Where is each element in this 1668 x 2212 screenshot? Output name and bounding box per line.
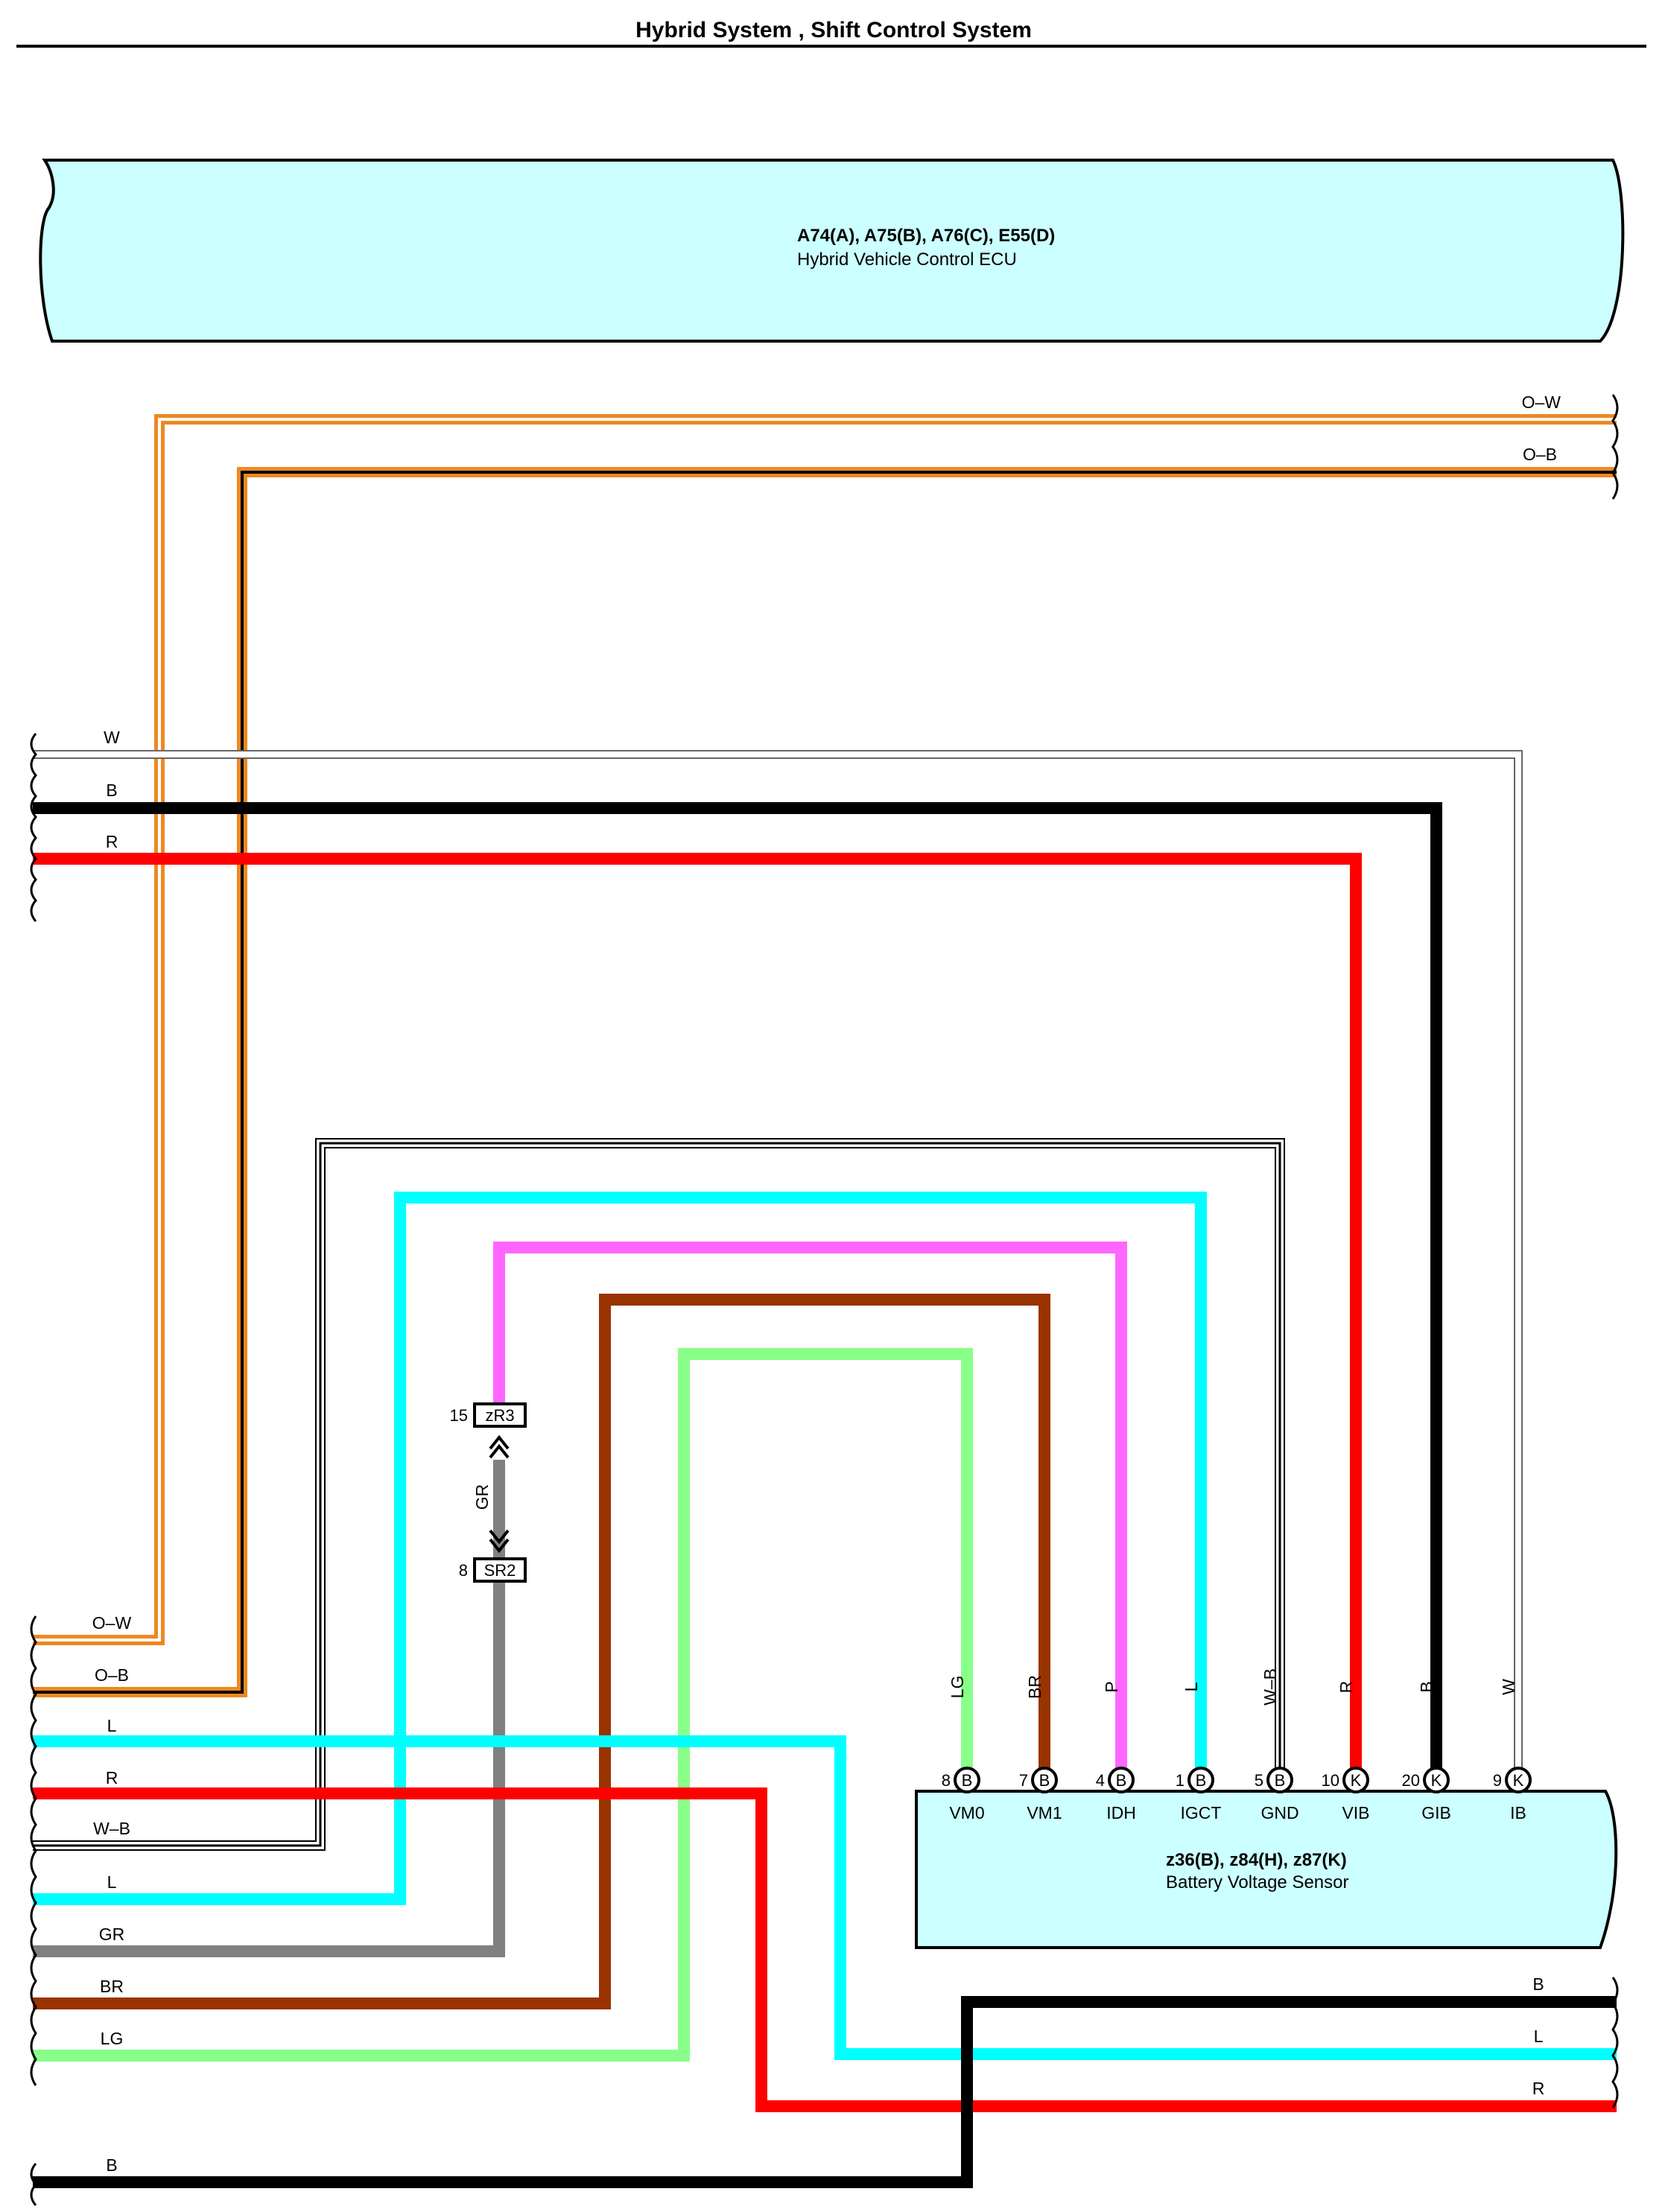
pin-connector-letter: K [1351, 1771, 1362, 1790]
pin-terminal [1342, 1767, 1369, 1793]
pin-number: 8 [942, 1771, 951, 1790]
pin-connector-letter: B [1116, 1771, 1127, 1790]
wire-break-marks [30, 394, 1619, 2206]
pin-terminal [1266, 1767, 1293, 1793]
pin-terminal [1031, 1767, 1058, 1793]
connector-sr2-label: SR2 [484, 1561, 516, 1580]
label-w-left: W [104, 728, 120, 747]
sensor-pins: B8VM0LGB7VM1BRB4IDHPB1IGCTLB5GNDW–BK10VI… [942, 1668, 1532, 1822]
label-gr-left: GR [99, 1925, 125, 1944]
wire-o-b [33, 467, 1617, 1697]
pin-wire-color: W [1499, 1679, 1518, 1695]
wire-b-through [33, 1996, 1617, 2188]
pin-wire-color: P [1102, 1681, 1121, 1692]
wire-b-upper [33, 802, 1442, 1780]
wire-o-w [33, 414, 1617, 1645]
sensor-box [915, 1790, 1618, 1949]
label-o-w-left: O–W [92, 1613, 132, 1633]
wire-r-upper [33, 853, 1362, 1780]
label-r-left: R [106, 832, 118, 851]
pin-name: IB [1510, 1803, 1526, 1822]
connector-zr3: zR3 15 [450, 1402, 527, 1459]
pin-connector-letter: B [1196, 1771, 1207, 1790]
pin-terminal [954, 1767, 980, 1793]
pin-number: 9 [1493, 1771, 1502, 1790]
pin-connector-letter: B [1275, 1771, 1286, 1790]
sensor-code: z36(B), z84(H), z87(K) [1166, 1850, 1347, 1870]
label-b-right: B [1532, 1974, 1544, 1994]
connector-sr2: SR2 8 [459, 1529, 527, 1583]
pin-name: VM0 [949, 1803, 984, 1822]
wire-l-through [33, 1735, 1617, 2060]
connector-sr2-pin: 8 [459, 1561, 468, 1580]
pin-connector-letter: B [962, 1771, 973, 1790]
pin-wire-color: LG [948, 1676, 967, 1699]
label-b-bottom-left: B [106, 2155, 117, 2175]
label-o-w-right: O–W [1522, 392, 1561, 412]
connector-zr3-pin: 15 [450, 1406, 468, 1425]
pin-name: IDH [1106, 1803, 1136, 1822]
sensor-name: Battery Voltage Sensor [1166, 1872, 1348, 1892]
ecu-code: A74(A), A75(B), A76(C), E55(D) [797, 226, 1055, 246]
ecu-name: Hybrid Vehicle Control ECU [797, 250, 1017, 270]
pin-number: 20 [1402, 1771, 1420, 1790]
pin-terminal [1108, 1767, 1135, 1793]
pin-wire-color: BR [1025, 1675, 1044, 1699]
pin-number: 5 [1255, 1771, 1263, 1790]
pin-terminal [1423, 1767, 1450, 1793]
wire-l-igct [33, 1192, 1207, 1905]
pin-connector-letter: K [1513, 1771, 1524, 1790]
wire-w-b [33, 1138, 1285, 1851]
pin-terminal [1505, 1767, 1532, 1793]
label-r2-left: R [106, 1768, 118, 1787]
wire-r-through [33, 1787, 1617, 2112]
pin-number: 10 [1322, 1771, 1339, 1790]
pin-terminal [1187, 1767, 1214, 1793]
ecu-box [39, 159, 1625, 343]
label-l1-left: L [107, 1716, 117, 1735]
wire-br [33, 1294, 1050, 2009]
pin-wire-color: B [1417, 1681, 1436, 1692]
label-w-b-left: W–B [93, 1819, 130, 1838]
pin-wire-color: W–B [1260, 1668, 1280, 1706]
pin-number: 1 [1176, 1771, 1185, 1790]
connector-zr3-label: zR3 [485, 1406, 514, 1425]
pin-name: VM1 [1027, 1803, 1062, 1822]
pin-connector-letter: B [1039, 1771, 1050, 1790]
label-br-left: BR [100, 1977, 124, 1996]
label-l-right: L [1534, 2027, 1544, 2046]
pin-connector-letter: K [1431, 1771, 1442, 1790]
pin-name: GND [1260, 1803, 1298, 1822]
pin-wire-color: R [1336, 1681, 1356, 1694]
wire-lg [33, 1348, 973, 2062]
label-l2-left: L [107, 1872, 117, 1892]
pin-name: VIB [1342, 1803, 1369, 1822]
pin-number: 4 [1096, 1771, 1105, 1790]
diagram-title: Hybrid System , Shift Control System [635, 18, 1032, 42]
pin-name: IGCT [1181, 1803, 1222, 1822]
label-b-left: B [106, 781, 117, 800]
pin-name: GIB [1421, 1803, 1451, 1822]
wire-p [493, 1242, 1127, 1780]
gr-vertical-label: GR [472, 1484, 492, 1510]
pin-number: 7 [1019, 1771, 1028, 1790]
wire-w-upper [33, 750, 1523, 1780]
label-o-b-left: O–B [95, 1665, 129, 1685]
label-lg-left: LG [101, 2029, 124, 2048]
label-r-right: R [1532, 2079, 1545, 2098]
label-o-b-right: O–B [1523, 445, 1557, 464]
pin-wire-color: L [1182, 1682, 1201, 1691]
wire-gr [33, 1460, 505, 1957]
